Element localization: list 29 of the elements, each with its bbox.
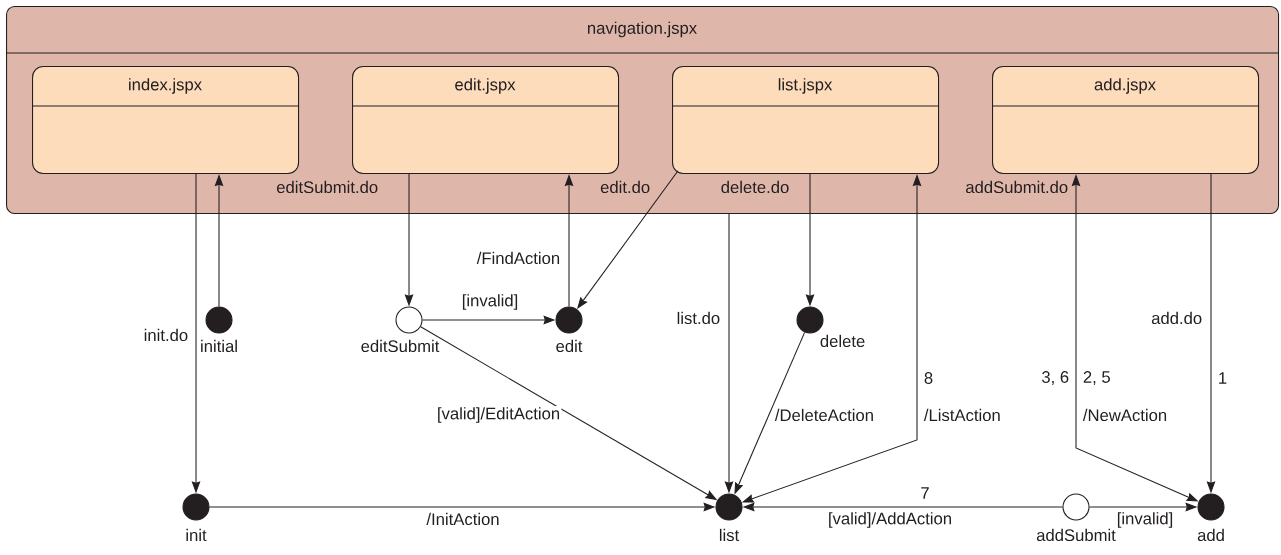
state-box: list.jspx: [671, 66, 940, 175]
edge-label: add.do: [1149, 310, 1204, 326]
transition-number: 1: [1216, 370, 1229, 386]
state-box: edit.jspx: [351, 66, 620, 175]
edge-label: [invalid]: [460, 292, 520, 312]
state-label: edit: [556, 339, 583, 353]
state-label: editSubmit: [361, 339, 440, 353]
edge-label: list.do: [675, 310, 722, 326]
state-label: init: [186, 528, 207, 542]
state-label: initial: [201, 339, 237, 353]
edge-label: init.do: [142, 327, 190, 343]
edge-label: [invalid]: [1115, 510, 1175, 530]
state-box: add.jspx: [991, 66, 1260, 175]
state-label: delete: [820, 334, 865, 348]
transition-number: 2, 5: [1081, 369, 1112, 387]
edge-label: [valid]/EditAction: [435, 405, 562, 425]
edge-label: /FindAction: [475, 250, 562, 266]
state-label: add: [1197, 528, 1224, 542]
state-box: index.jspx: [31, 66, 300, 175]
edge-label: /DeleteAction: [773, 407, 876, 423]
transition-number: 8: [922, 370, 935, 386]
edge-label: /NewAction: [1081, 407, 1169, 423]
transition-number: 3, 6: [1040, 369, 1071, 387]
edge-label: /InitAction: [425, 511, 501, 527]
edge-label: [valid]/AddAction: [826, 510, 954, 530]
transition-number: 7: [919, 485, 931, 501]
state-label: addSubmit: [1036, 528, 1116, 542]
state-label: list: [719, 528, 740, 542]
edge-label: /ListAction: [922, 407, 1003, 423]
